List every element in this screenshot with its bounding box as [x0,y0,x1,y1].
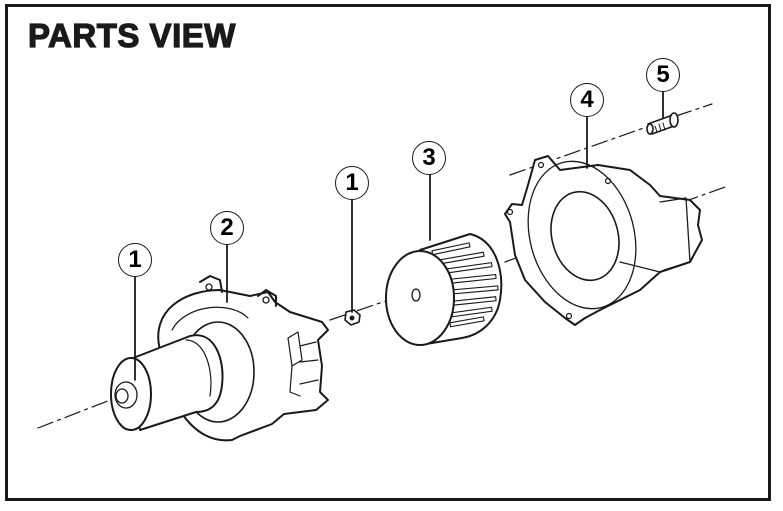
page-title: PARTS VIEW [27,16,236,54]
callout-3-blower-wheel: 3 [412,141,446,175]
callout-number: 5 [656,61,670,88]
callout-number: 1 [345,169,359,196]
callout-5-screw: 5 [646,58,680,92]
callout-number: 1 [128,246,142,273]
leader-lines [134,91,664,381]
callout-number: 2 [220,214,234,241]
callout-1-motor: 1 [118,243,152,277]
motor-part [110,334,224,431]
nut-part [344,309,361,326]
callout-number: 3 [422,144,436,171]
screw-part [646,112,679,135]
callout-1-nut: 1 [335,166,369,200]
callout-number: 4 [580,86,594,113]
callout-2-blower-housing: 2 [210,211,244,245]
cover-part [504,155,703,326]
callout-4-cover: 4 [570,83,604,117]
blower-wheel-part [385,233,503,346]
